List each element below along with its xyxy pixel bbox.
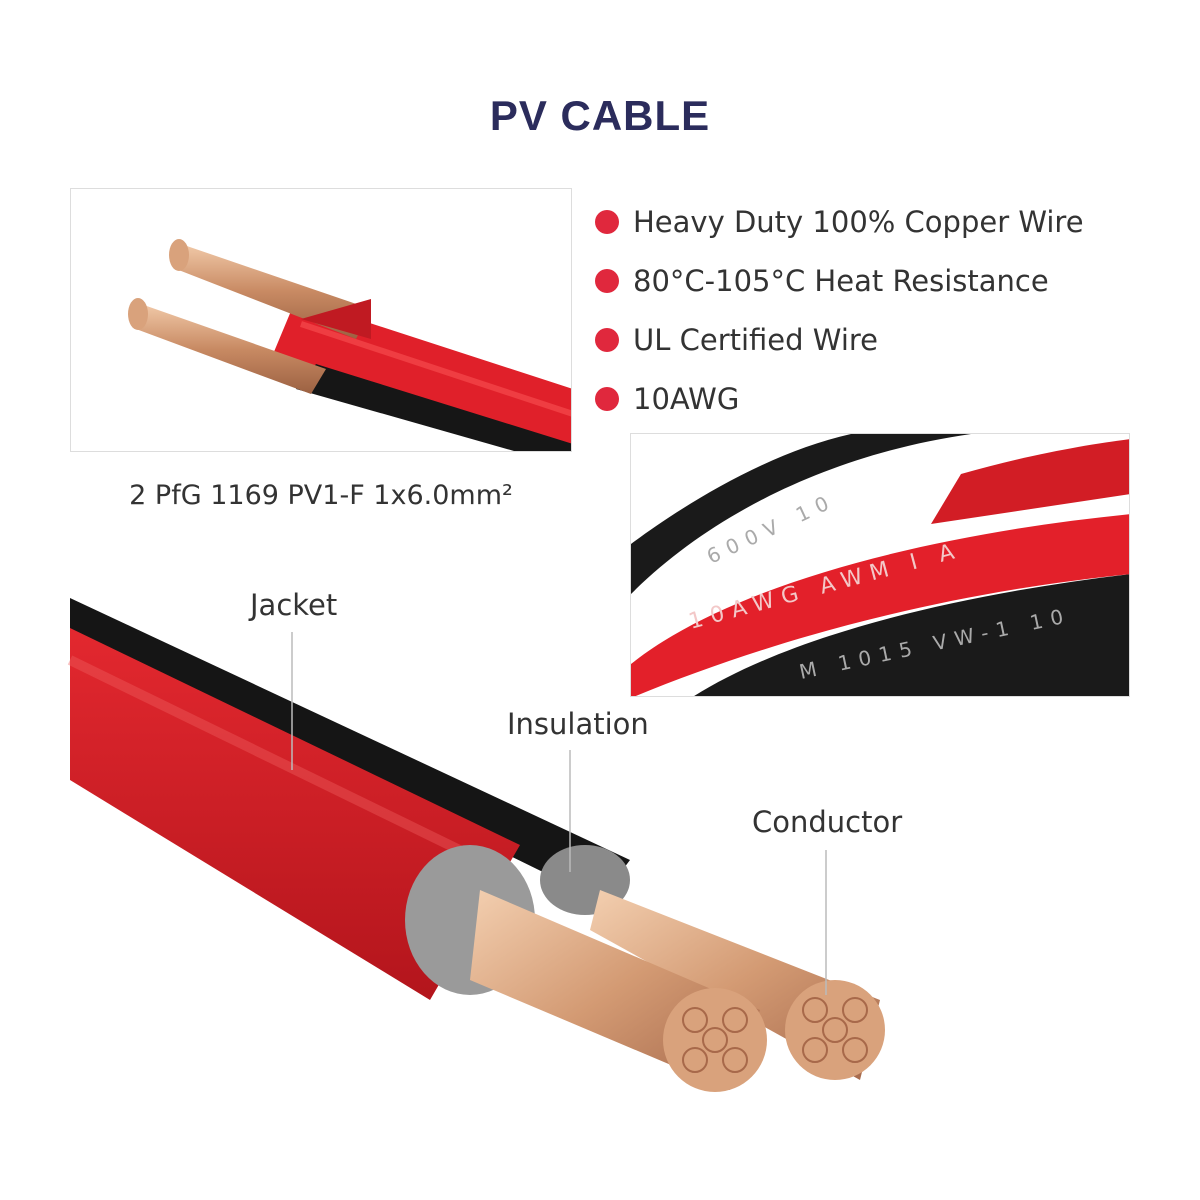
feature-text: Heavy Duty 100% Copper Wire [633,204,1084,239]
jacket-label: Jacket [250,588,338,622]
feature-item: 10AWG [595,369,1084,428]
bullet-dot-icon [595,386,619,411]
cable-print-photo: 10AWG AWM I A 600V 10 M 1015 VW-1 10 [630,433,1130,697]
feature-text: 10AWG [633,381,740,416]
insulation-label: Insulation [507,707,649,741]
bullet-dot-icon [595,209,619,234]
conductor-label: Conductor [752,805,903,839]
feature-item: Heavy Duty 100% Copper Wire [595,192,1084,251]
feature-text: 80°C-105°C Heat Resistance [633,263,1049,298]
feature-text: UL Certified Wire [633,322,878,357]
bullet-dot-icon [595,327,619,352]
bullet-dot-icon [595,268,619,293]
feature-item: 80°C-105°C Heat Resistance [595,251,1084,310]
page-title: PV CABLE [489,92,711,139]
feature-list: Heavy Duty 100% Copper Wire 80°C-105°C H… [595,192,1084,428]
cable-end-photo [70,188,572,452]
feature-item: UL Certified Wire [595,310,1084,369]
cable-spec-caption: 2 PfG 1169 PV1-F 1x6.0mm² [129,480,513,511]
